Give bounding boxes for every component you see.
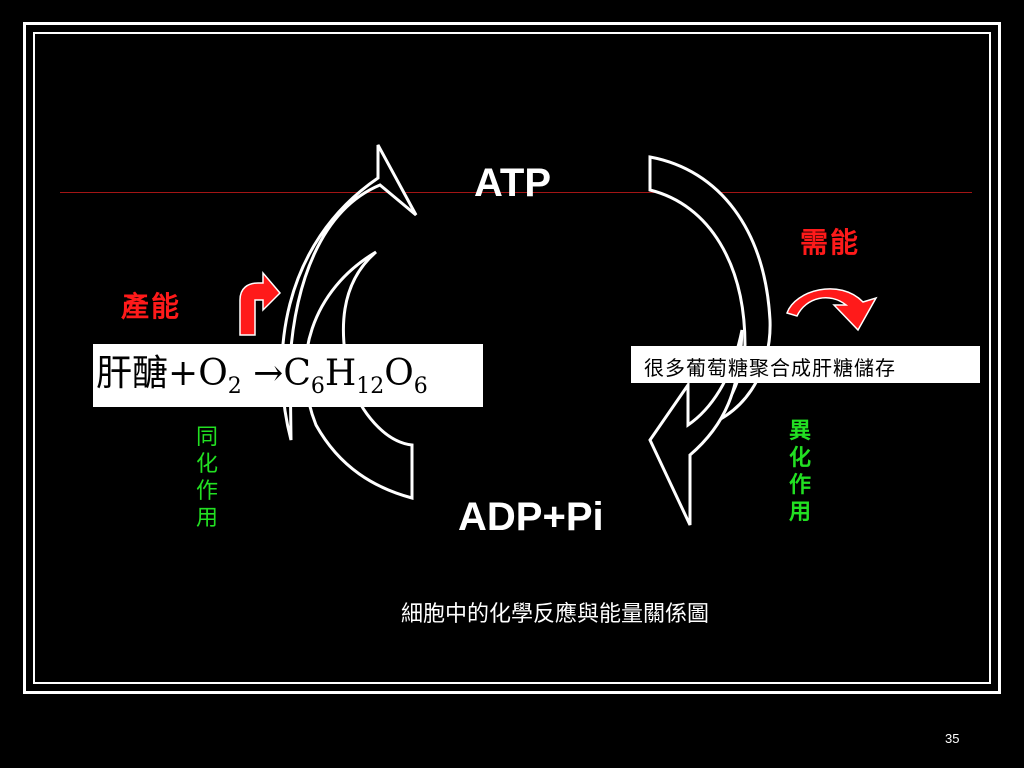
- diagram-caption: 細胞中的化學反應與能量關係圖: [400, 602, 709, 627]
- slide-outer-frame: [23, 22, 1001, 694]
- red-up-arrow: [239, 270, 282, 336]
- equation-carbon-sub: 6: [310, 374, 325, 399]
- right-down-band: [648, 155, 772, 432]
- equation-plus: +: [168, 353, 199, 394]
- equation: 肝醣+O2 →C6H12O6: [96, 350, 428, 411]
- atp-label: ATP: [474, 161, 552, 205]
- glycogen-storage-box: [631, 346, 980, 383]
- left-up-arrow: [280, 144, 418, 441]
- page-number: 35: [945, 731, 960, 746]
- glycogen-storage-text: 很多葡萄糖聚合成肝糖儲存: [644, 356, 896, 380]
- equation-carbon: C: [283, 353, 311, 394]
- divider-line: [60, 192, 972, 193]
- equation-oxygen-product: O: [384, 353, 414, 394]
- slide-inner-frame: [33, 32, 991, 684]
- equation-glycogen: 肝醣: [96, 353, 169, 394]
- equation-box: [93, 344, 483, 407]
- equation-oxygen-product-sub: 6: [413, 374, 428, 399]
- adp-pi-label: ADP+Pi: [458, 495, 604, 539]
- energy-requiring-label: 需能: [800, 226, 861, 259]
- equation-hydrogen: H: [324, 353, 357, 394]
- equation-oxygen-sub: 2: [227, 374, 242, 399]
- red-down-curved-arrow: [786, 288, 878, 332]
- anabolism-label: 同化作用: [195, 425, 218, 531]
- catabolism-label: 異化作用: [788, 419, 811, 525]
- equation-oxygen: O: [198, 353, 228, 394]
- equation-hydrogen-sub: 12: [356, 374, 385, 399]
- equation-arrow: →: [253, 353, 284, 394]
- energy-producing-label: 產能: [121, 290, 182, 323]
